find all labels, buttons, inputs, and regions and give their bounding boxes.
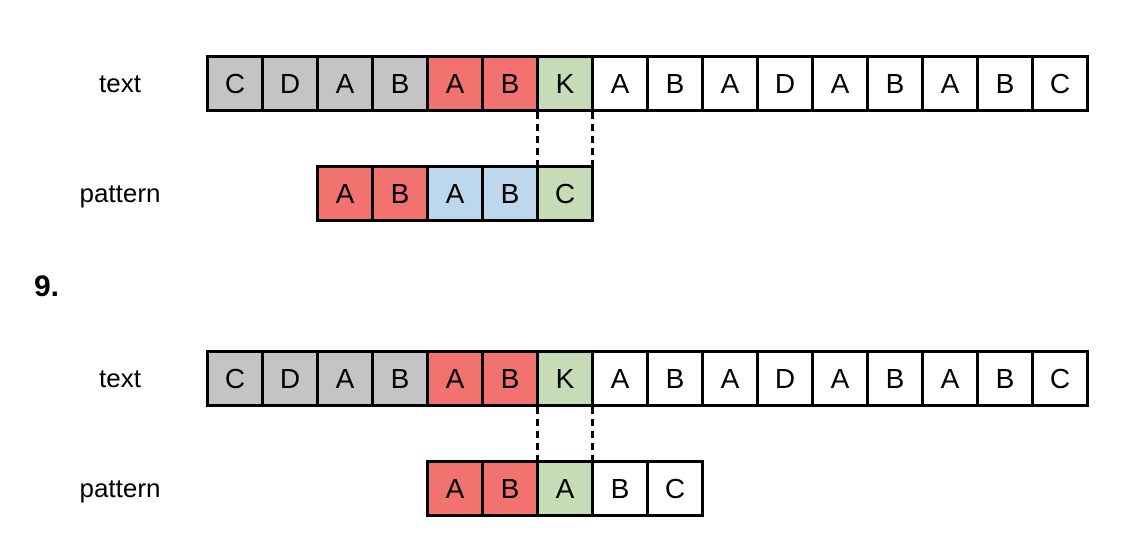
pattern-cell: B <box>481 460 539 517</box>
pattern-cell: A <box>426 460 484 517</box>
text-cell: A <box>811 55 869 112</box>
text-cell: A <box>316 55 374 112</box>
pattern-cell: A <box>426 165 484 222</box>
text-cell: B <box>481 350 539 407</box>
text-cell: C <box>1031 350 1089 407</box>
text-cell: B <box>866 55 924 112</box>
text-cell: D <box>756 350 814 407</box>
text-cell: A <box>426 350 484 407</box>
alignment-dash-right <box>591 407 594 460</box>
pattern-cell: B <box>481 165 539 222</box>
text-cell: D <box>261 350 319 407</box>
pattern-cell: C <box>646 460 704 517</box>
text-cell: C <box>206 55 264 112</box>
pattern-cell: A <box>536 460 594 517</box>
text-cell: A <box>811 350 869 407</box>
text-cell: A <box>701 350 759 407</box>
text-cell: A <box>921 55 979 112</box>
text-cell: D <box>261 55 319 112</box>
pattern-row-label: pattern <box>79 178 161 208</box>
alignment-dash-left <box>536 112 539 165</box>
text-cell: C <box>1031 55 1089 112</box>
text-cell: A <box>921 350 979 407</box>
pattern-cell: B <box>371 165 429 222</box>
text-cell: A <box>316 350 374 407</box>
text-cell: C <box>206 350 264 407</box>
text-cell: A <box>701 55 759 112</box>
pattern-cell: B <box>591 460 649 517</box>
pattern-cell: C <box>536 165 594 222</box>
text-row-label: text <box>99 68 141 98</box>
text-cell: B <box>976 55 1034 112</box>
pattern-row-label: pattern <box>79 473 161 503</box>
text-cell: A <box>591 55 649 112</box>
alignment-dash-right <box>591 112 594 165</box>
text-cell: A <box>591 350 649 407</box>
text-cell: B <box>646 55 704 112</box>
text-cell: A <box>426 55 484 112</box>
step-number: 9. <box>34 270 60 303</box>
text-cell: B <box>371 350 429 407</box>
text-cell: B <box>481 55 539 112</box>
text-cell: K <box>536 350 594 407</box>
pattern-cell: A <box>316 165 374 222</box>
alignment-dash-left <box>536 407 539 460</box>
text-cell: B <box>371 55 429 112</box>
text-row-label: text <box>99 363 141 393</box>
text-cell: B <box>866 350 924 407</box>
text-cell: D <box>756 55 814 112</box>
text-cell: B <box>646 350 704 407</box>
text-cell: K <box>536 55 594 112</box>
text-cell: B <box>976 350 1034 407</box>
